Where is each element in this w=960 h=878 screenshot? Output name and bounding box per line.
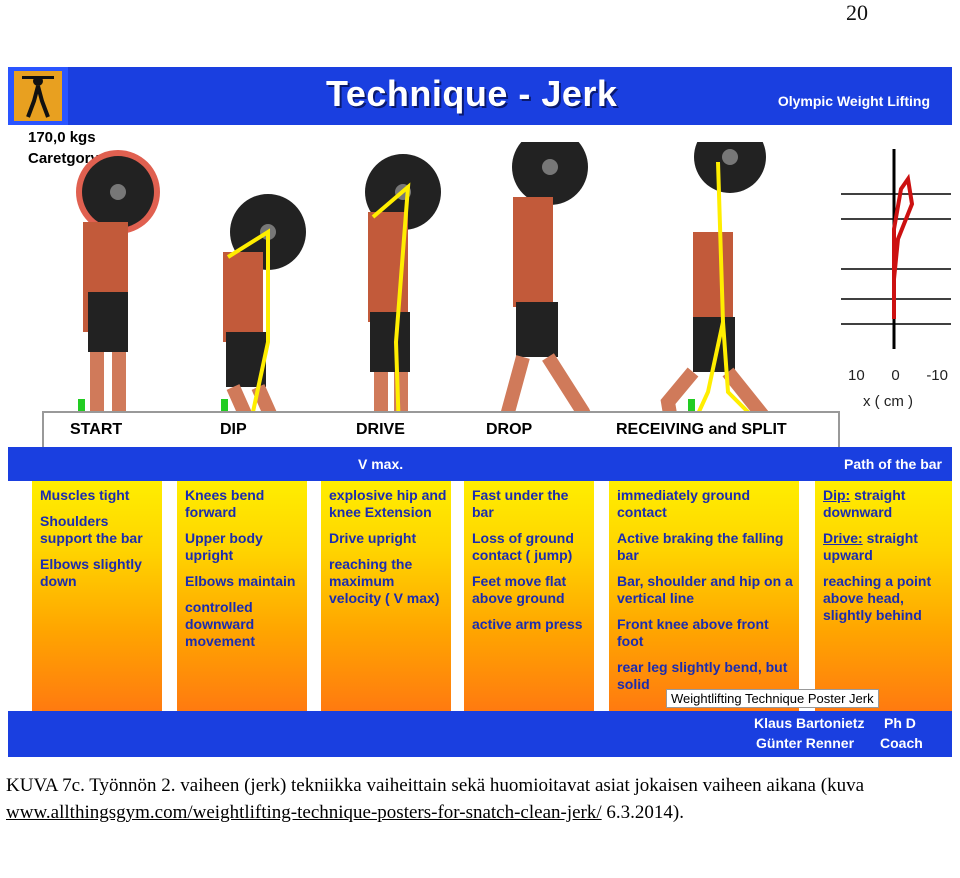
col-item: Active braking the falling bar — [617, 530, 784, 563]
col-item: Elbows maintain — [185, 573, 296, 589]
caption-date: 6.3.2014). — [601, 802, 684, 823]
credit1-role: Ph D — [884, 715, 916, 731]
phase-start: START — [70, 421, 123, 438]
credit2-role: Coach — [880, 735, 923, 751]
phase-labels-bar: START DIP DRIVE DROP RECEIVING and SPLIT — [42, 411, 840, 451]
poster-subtitle: Olympic Weight Lifting — [777, 93, 930, 109]
col-item: Elbows slightly down — [40, 556, 142, 589]
bar-path-graph — [841, 149, 951, 349]
credits-band: Klaus Bartonietz Ph D Günter Renner Coac… — [8, 711, 952, 757]
column-dip: Knees bend forward Upper body upright El… — [177, 481, 307, 711]
lifter-receiving-split — [660, 142, 809, 467]
col-item: Knees bend forward — [185, 487, 265, 520]
phase-marker — [78, 399, 85, 411]
bar-path-axis-label: x ( cm ) — [863, 393, 913, 410]
axis-tick: 0 — [891, 367, 900, 384]
col-item: Fast under the bar — [472, 487, 569, 520]
weight-label: 170,0 kgs — [28, 129, 96, 146]
technique-poster: Technique - Jerk Olympic Weight Lifting … — [8, 67, 952, 757]
col-item: Muscles tight — [40, 487, 130, 503]
column-drive: explosive hip and knee Extension Drive u… — [321, 481, 451, 711]
col-item: Feet move flat above ground — [472, 573, 567, 606]
col-item: Bar, shoulder and hip on a vertical line — [617, 573, 793, 606]
col-item: Drive upright — [329, 530, 417, 546]
phase-dip: DIP — [220, 421, 247, 438]
caption-link[interactable]: www.allthingsgym.com/weightlifting-techn… — [6, 802, 602, 823]
credit1-name: Klaus Bartonietz — [754, 715, 865, 731]
bar-path-axis-ticks: 10 0 -10 — [848, 367, 948, 384]
column-receiving: immediately ground contact Active brakin… — [609, 481, 799, 711]
axis-tick: -10 — [926, 367, 948, 384]
col-item-heading: Dip: — [823, 487, 851, 503]
technique-columns: Muscles tight Shoulders support the bar … — [32, 481, 952, 711]
col-item: controlled downward movement — [185, 599, 256, 649]
col-item: explosive hip and knee Extension — [329, 487, 447, 520]
poster-header: Technique - Jerk Olympic Weight Lifting — [8, 67, 952, 125]
lifter-sequence-illustration — [76, 142, 809, 469]
column-drop: Fast under the bar Loss of ground contac… — [464, 481, 594, 711]
bar-path-label: Path of the bar — [843, 456, 942, 472]
caption-text: KUVA 7c. Työnnön 2. vaiheen (jerk) tekni… — [6, 775, 864, 796]
poster-title: Technique - Jerk — [326, 73, 618, 114]
col-item: immediately ground contact — [617, 487, 751, 520]
phase-marker — [221, 399, 228, 411]
col-item: Shoulders support the bar — [40, 513, 143, 546]
col-item: reaching a point above head, slightly be… — [823, 573, 932, 623]
phase-marker — [688, 399, 695, 411]
col-item: Loss of ground contact ( jump) — [472, 530, 574, 563]
credit2-name: Günter Renner — [756, 735, 855, 751]
col-item: Front knee above front foot — [617, 616, 769, 649]
phase-receiving-split: RECEIVING and SPLIT — [616, 421, 787, 438]
column-start: Muscles tight Shoulders support the bar … — [32, 481, 162, 711]
page-number: 20 — [846, 0, 868, 25]
velocity-band: V max. Path of the bar — [8, 447, 952, 481]
phase-drop: DROP — [486, 421, 533, 438]
axis-tick: 10 — [848, 367, 865, 384]
col-item: rear leg slightly bend, but solid — [617, 659, 788, 692]
phase-drive: DRIVE — [356, 421, 405, 438]
vmax-label: V max. — [358, 456, 404, 472]
poster-overlay-label: Weightlifting Technique Poster Jerk — [666, 689, 879, 708]
col-item: reaching the maximum velocity ( V max) — [329, 556, 440, 606]
lifter-logo — [8, 67, 68, 125]
col-item: active arm press — [472, 616, 583, 632]
column-bar-path: Dip: straight downward Drive: straight u… — [815, 481, 952, 711]
col-item: straight upward — [823, 530, 918, 563]
col-item: straight downward — [823, 487, 906, 520]
col-item-heading: Drive: — [823, 530, 863, 546]
col-item: Upper body upright — [185, 530, 263, 563]
figure-caption: KUVA 7c. Työnnön 2. vaiheen (jerk) tekni… — [6, 772, 886, 826]
